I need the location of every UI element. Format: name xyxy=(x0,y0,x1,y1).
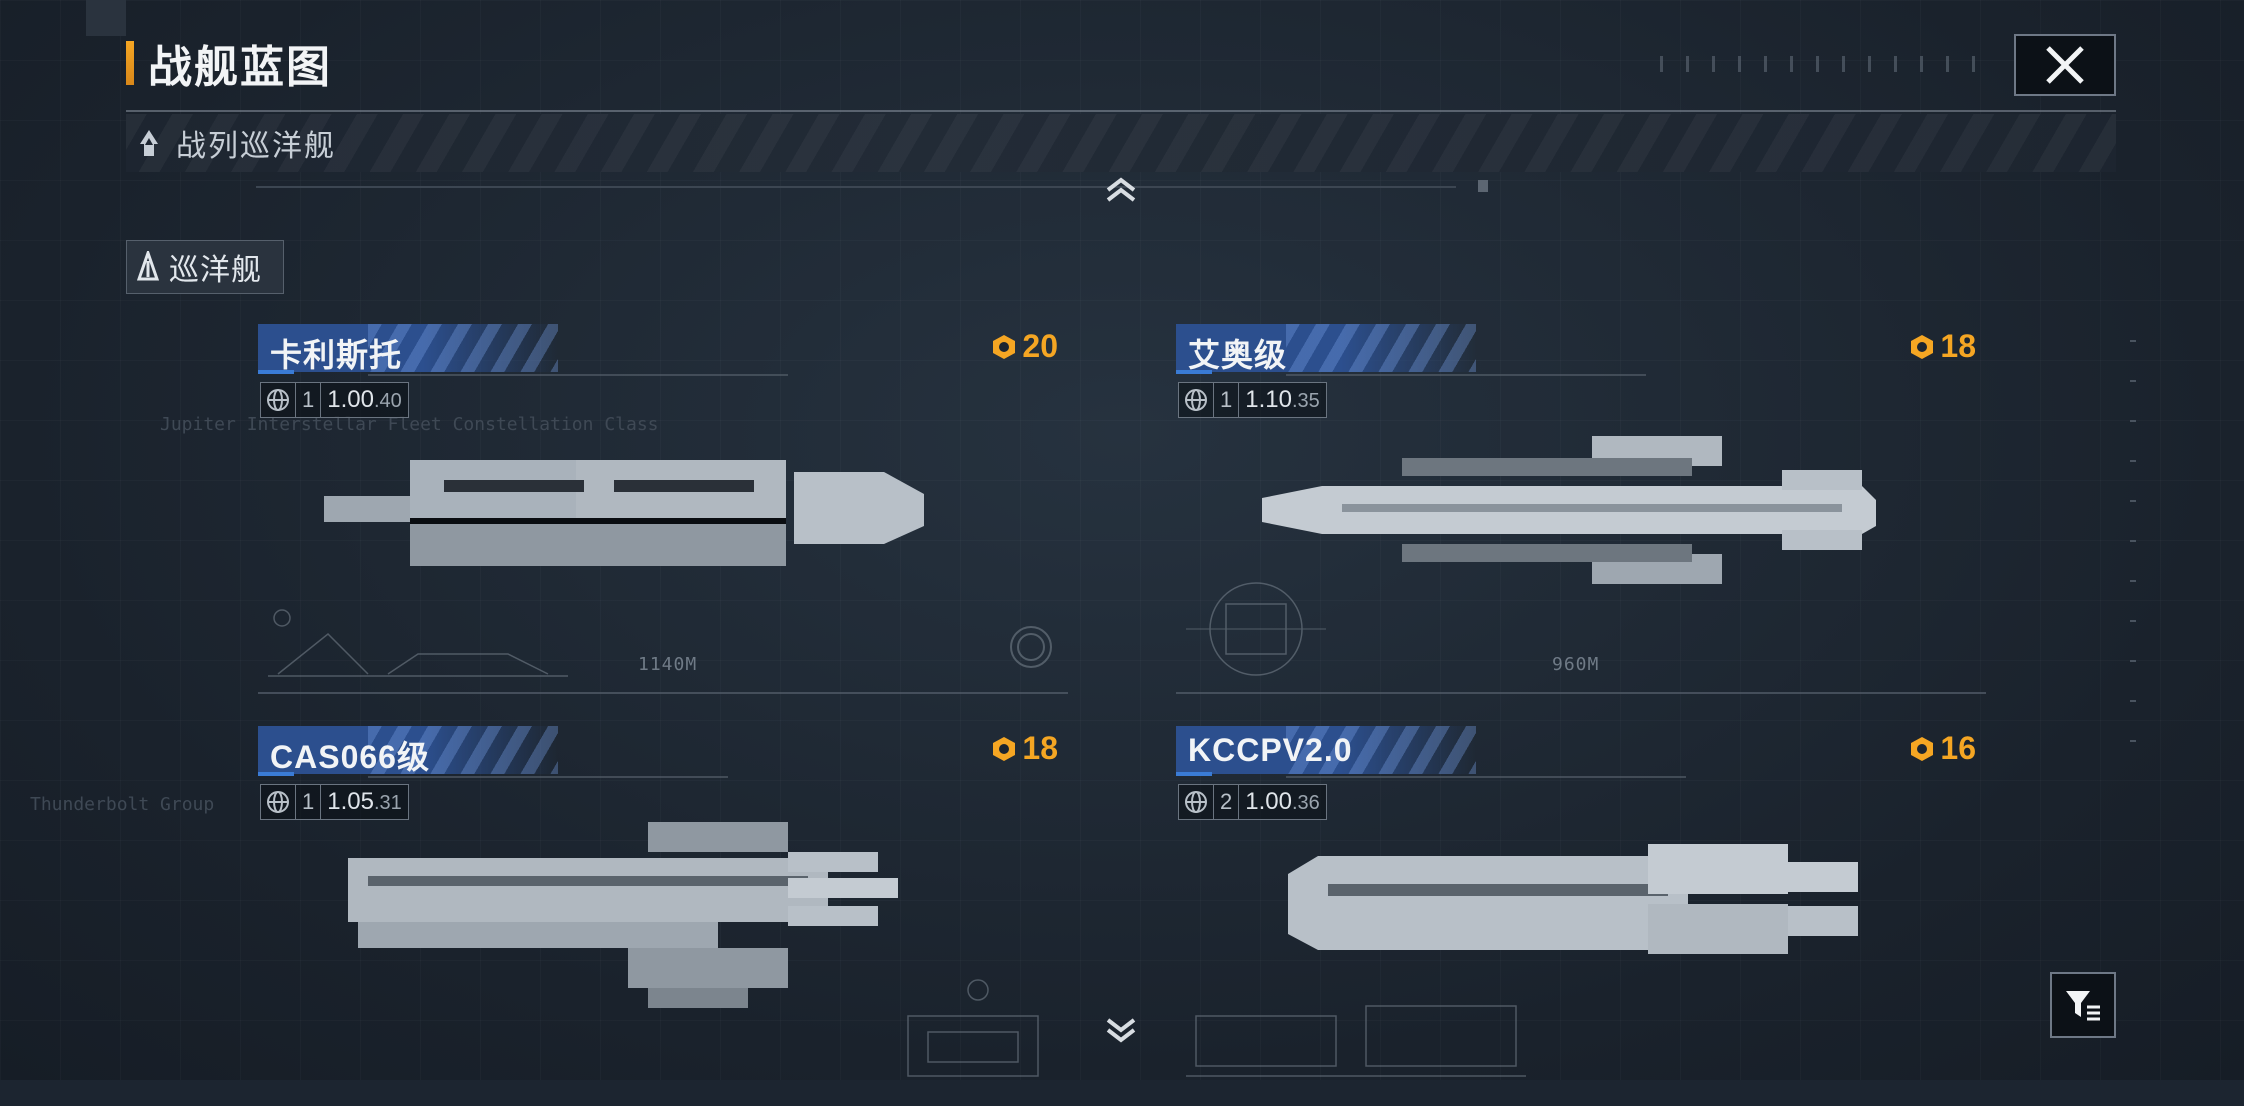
leader-line xyxy=(1286,776,1686,778)
name-underline xyxy=(1176,370,1212,374)
close-icon xyxy=(2046,46,2084,84)
scale-line xyxy=(256,186,1456,188)
ship-cost: 18 xyxy=(1908,328,1976,365)
globe-icon xyxy=(1185,389,1207,411)
ship-tier: 1 xyxy=(295,785,320,819)
bg-watermark: Jupiter Interstellar Fleet Constellation… xyxy=(160,414,659,435)
cost-emblem-icon xyxy=(993,334,1016,359)
ship-version: 1.00.40 xyxy=(320,383,408,417)
header-divider xyxy=(126,110,2116,112)
globe-icon xyxy=(267,389,289,411)
ship-name: 卡利斯托 xyxy=(270,337,403,373)
category-label: 战列巡洋舰 xyxy=(176,130,336,163)
ship-stats: 1 1.00.40 xyxy=(260,382,409,418)
cruiser-icon xyxy=(137,251,159,281)
cost-emblem-icon xyxy=(1911,736,1934,761)
globe-icon xyxy=(267,791,289,813)
page-title: 战舰蓝图 xyxy=(148,43,332,92)
title-accent xyxy=(126,41,134,85)
bg-watermark: Thunderbolt Group xyxy=(30,794,215,815)
name-bar xyxy=(1176,324,1476,372)
filter-icon xyxy=(2066,991,2100,1021)
baseline xyxy=(1176,692,1986,694)
close-button[interactable] xyxy=(2014,34,2116,96)
ship-card[interactable]: CAS066级 1 1.05.31 18 xyxy=(258,726,1058,1106)
subcategory-label: 巡洋舰 xyxy=(169,254,262,287)
ship-version: 1.10.35 xyxy=(1238,383,1326,417)
blueprint-sketch xyxy=(268,609,568,677)
leader-line xyxy=(368,374,788,376)
name-bar xyxy=(1176,726,1476,774)
ship-card[interactable]: 卡利斯托 1 1.00.40 20 1140M xyxy=(258,324,1068,704)
ship-name: CAS066级 xyxy=(270,739,430,775)
ship-name: KCCPV2.0 xyxy=(1188,732,1353,768)
ship-model-image xyxy=(324,460,924,566)
hud-ticks xyxy=(1660,56,1980,72)
battlecruiser-icon xyxy=(140,130,158,156)
blueprint-ring xyxy=(1010,626,1052,668)
side-ticks xyxy=(2130,340,2136,760)
name-bar xyxy=(258,726,558,774)
chevron-down-icon[interactable] xyxy=(1104,1016,1138,1044)
ship-length: 960M xyxy=(1552,654,1600,675)
blueprint-sketch xyxy=(907,979,1039,1077)
ship-tier: 1 xyxy=(295,383,320,417)
page-title-group: 战舰蓝图 xyxy=(126,38,332,92)
ship-model-image xyxy=(1262,436,1876,584)
leader-line xyxy=(368,776,728,778)
ship-stats: 1 1.10.35 xyxy=(1178,382,1327,418)
ship-tier: 1 xyxy=(1213,383,1238,417)
name-underline xyxy=(258,370,294,374)
ship-name: 艾奥级 xyxy=(1188,337,1288,373)
ship-card[interactable]: 艾奥级 1 1.10.35 18 960M xyxy=(1176,324,1986,704)
ship-card[interactable]: KCCPV2.0 2 1.00.36 16 xyxy=(1176,726,1986,1106)
ship-version: 1.05.31 xyxy=(320,785,408,819)
baseline xyxy=(258,692,1068,694)
ship-stats: 1 1.05.31 xyxy=(260,784,409,820)
ship-stats: 2 1.00.36 xyxy=(1178,784,1327,820)
ship-model-image xyxy=(348,822,898,1008)
ship-tier: 2 xyxy=(1213,785,1238,819)
ship-length: 1140M xyxy=(638,654,698,675)
blueprint-sketch xyxy=(1186,1005,1526,1077)
ship-cost: 18 xyxy=(990,730,1058,767)
corner-mark xyxy=(86,0,126,36)
ship-cost: 16 xyxy=(1908,730,1976,767)
chevron-up-icon[interactable] xyxy=(1104,176,1138,204)
cost-emblem-icon xyxy=(1911,334,1934,359)
name-bar xyxy=(258,324,558,372)
ship-cost: 20 xyxy=(990,328,1058,365)
ship-version: 1.00.36 xyxy=(1238,785,1326,819)
category-bar[interactable]: 战列巡洋舰 xyxy=(126,114,2116,172)
filter-button[interactable] xyxy=(2050,972,2116,1038)
name-underline xyxy=(258,772,294,776)
blueprint-sketch xyxy=(1186,582,1326,676)
cost-emblem-icon xyxy=(993,736,1016,761)
name-underline xyxy=(1176,772,1212,776)
subcategory-tab-cruiser[interactable]: 巡洋舰 xyxy=(126,240,284,294)
scale-marker xyxy=(1478,180,1488,192)
globe-icon xyxy=(1185,791,1207,813)
ship-model-image xyxy=(1288,844,1858,954)
leader-line xyxy=(1286,374,1646,376)
